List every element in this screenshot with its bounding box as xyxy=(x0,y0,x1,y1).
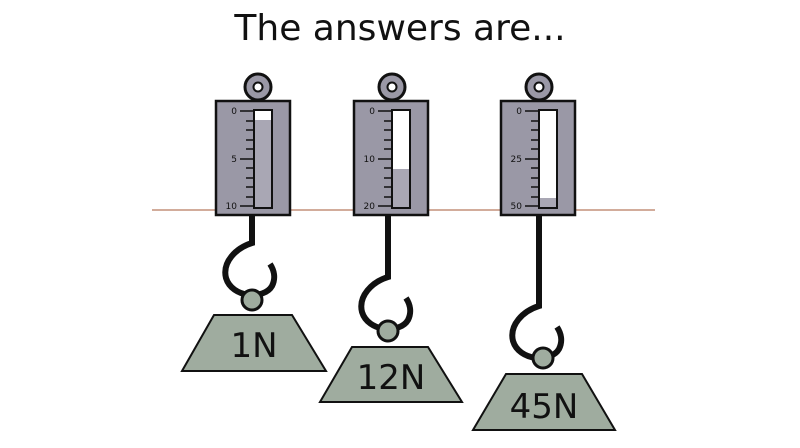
ring-hole xyxy=(252,81,264,93)
tick-label-bottom: 50 xyxy=(511,202,523,212)
hook xyxy=(222,215,278,299)
hook xyxy=(358,215,414,333)
tick-label-top: 0 xyxy=(516,107,522,117)
weight-body xyxy=(180,314,328,372)
weight-ring xyxy=(531,346,555,370)
spring-balance-2: 0 10 20 12N xyxy=(318,72,464,403)
ticks-2 xyxy=(378,110,392,207)
tick-label-top: 0 xyxy=(369,107,375,117)
ring-hole xyxy=(386,81,398,93)
page-title: The answers are... xyxy=(234,8,566,49)
tube-fill xyxy=(540,198,556,207)
weight-body xyxy=(471,373,617,431)
spring-balance-1: 0 5 10 1N xyxy=(180,72,328,372)
weight-ring xyxy=(376,319,400,343)
hook xyxy=(509,215,565,362)
ring-hole xyxy=(533,81,545,93)
weight-ring xyxy=(240,288,264,312)
tick-label-mid: 5 xyxy=(231,155,237,165)
tube xyxy=(538,109,558,209)
tick-label-bottom: 20 xyxy=(364,202,376,212)
tick-label-top: 0 xyxy=(231,107,237,117)
tube-fill xyxy=(393,169,409,207)
tick-label-mid: 25 xyxy=(511,155,522,165)
spring-balance-3: 0 25 50 45N xyxy=(471,72,617,431)
tick-label-bottom: 10 xyxy=(226,202,238,212)
ticks-1 xyxy=(240,110,254,207)
weight-label: 1N xyxy=(230,326,277,366)
weight-label: 12N xyxy=(357,358,426,398)
ticks-3 xyxy=(525,110,539,207)
tick-label-mid: 10 xyxy=(364,155,376,165)
weight-label: 45N xyxy=(510,387,579,427)
tube-fill xyxy=(255,120,271,207)
weight-body xyxy=(318,346,464,403)
